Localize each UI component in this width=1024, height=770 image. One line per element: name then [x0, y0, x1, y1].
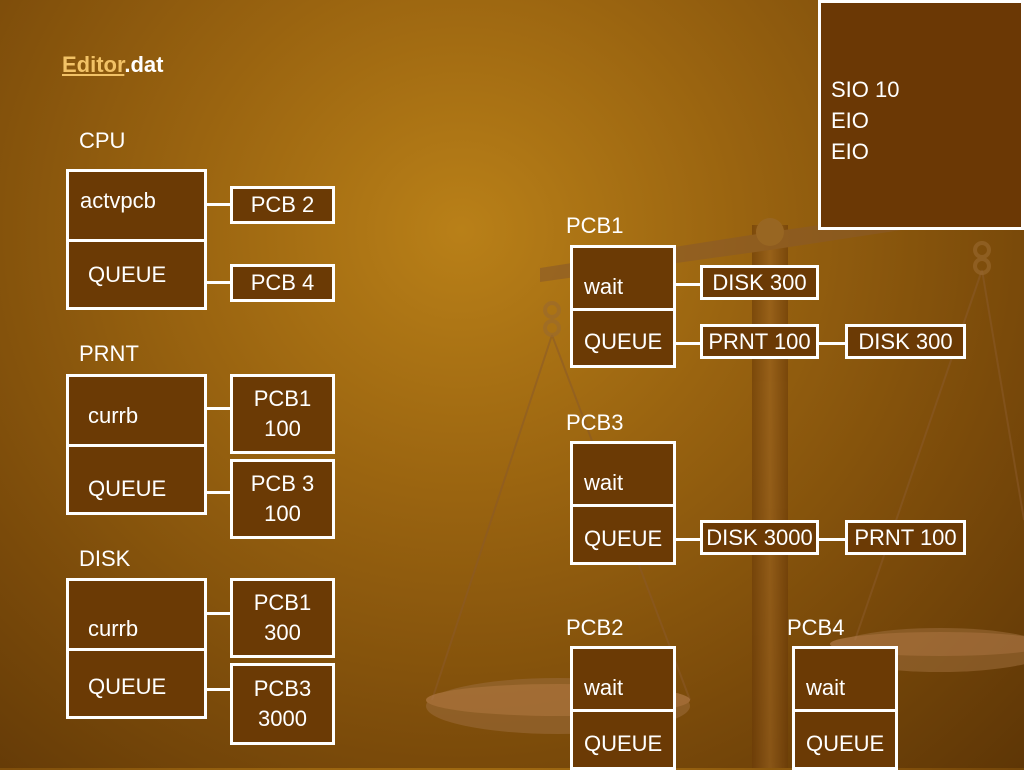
connector: [207, 491, 231, 494]
connector: [676, 342, 701, 345]
connector: [207, 281, 231, 284]
pcb4-box: wait QUEUE: [792, 646, 898, 770]
connector: [207, 612, 231, 615]
event-list-box: SIO 10 EIO EIO: [818, 0, 1024, 230]
connector: [207, 688, 231, 691]
pcb3-queue-value: PRNT 100: [845, 520, 966, 555]
pcb3-queue-cell: QUEUE: [584, 526, 663, 551]
cpu-actvpcb-cell: actvpcb: [69, 172, 204, 242]
cpu-box: actvpcb QUEUE: [66, 169, 207, 310]
editor-link[interactable]: Editor: [62, 52, 125, 77]
pcb4-label: PCB4: [787, 615, 845, 640]
connector: [676, 538, 701, 541]
pcb3-label: PCB3: [566, 410, 624, 435]
pcb3-box: wait QUEUE: [570, 441, 676, 565]
pcb4-queue-cell: QUEUE: [806, 731, 885, 756]
pcb2-box: wait QUEUE: [570, 646, 676, 770]
prnt-queue-cell: QUEUE: [88, 476, 167, 501]
event-line: EIO: [831, 139, 869, 164]
pcb2-queue-cell: QUEUE: [584, 731, 663, 756]
connector: [676, 283, 701, 286]
connector: [207, 203, 231, 206]
pcb1-queue-value: DISK 300: [845, 324, 966, 359]
connector: [207, 407, 231, 410]
event-line: EIO: [831, 108, 869, 133]
disk-queue-cell: QUEUE: [88, 674, 167, 699]
pcb1-wait-cell: wait: [573, 248, 673, 311]
connector: [818, 538, 846, 541]
pcb3-wait-cell: wait: [573, 444, 673, 507]
pcb1-wait-value: DISK 300: [700, 265, 819, 300]
prnt-currb-cell: currb: [69, 377, 204, 447]
event-line: SIO 10: [831, 77, 900, 102]
disk-label: DISK: [79, 546, 131, 571]
title-suffix: .dat: [124, 52, 164, 77]
pcb4-wait-cell: wait: [795, 649, 895, 712]
page-title: Editor.dat: [62, 52, 163, 78]
pcb2-label: PCB2: [566, 615, 624, 640]
connector: [818, 342, 846, 345]
pcb1-queue-value: PRNT 100: [700, 324, 819, 359]
pcb1-queue-cell: QUEUE: [584, 329, 663, 354]
pcb1-label: PCB1: [566, 213, 624, 238]
prnt-label: PRNT: [79, 341, 139, 366]
cpu-queue-value: PCB 4: [230, 264, 335, 302]
pcb1-box: wait QUEUE: [570, 245, 676, 368]
cpu-queue-cell: QUEUE: [88, 262, 167, 287]
pcb3-queue-value: DISK 3000: [700, 520, 819, 555]
cpu-label: CPU: [79, 128, 126, 153]
pcb2-wait-cell: wait: [573, 649, 673, 712]
disk-currb-cell: currb: [69, 581, 204, 651]
cpu-actvpcb-value: PCB 2: [230, 186, 335, 224]
prnt-box: currb QUEUE: [66, 374, 207, 515]
disk-box: currb QUEUE: [66, 578, 207, 719]
